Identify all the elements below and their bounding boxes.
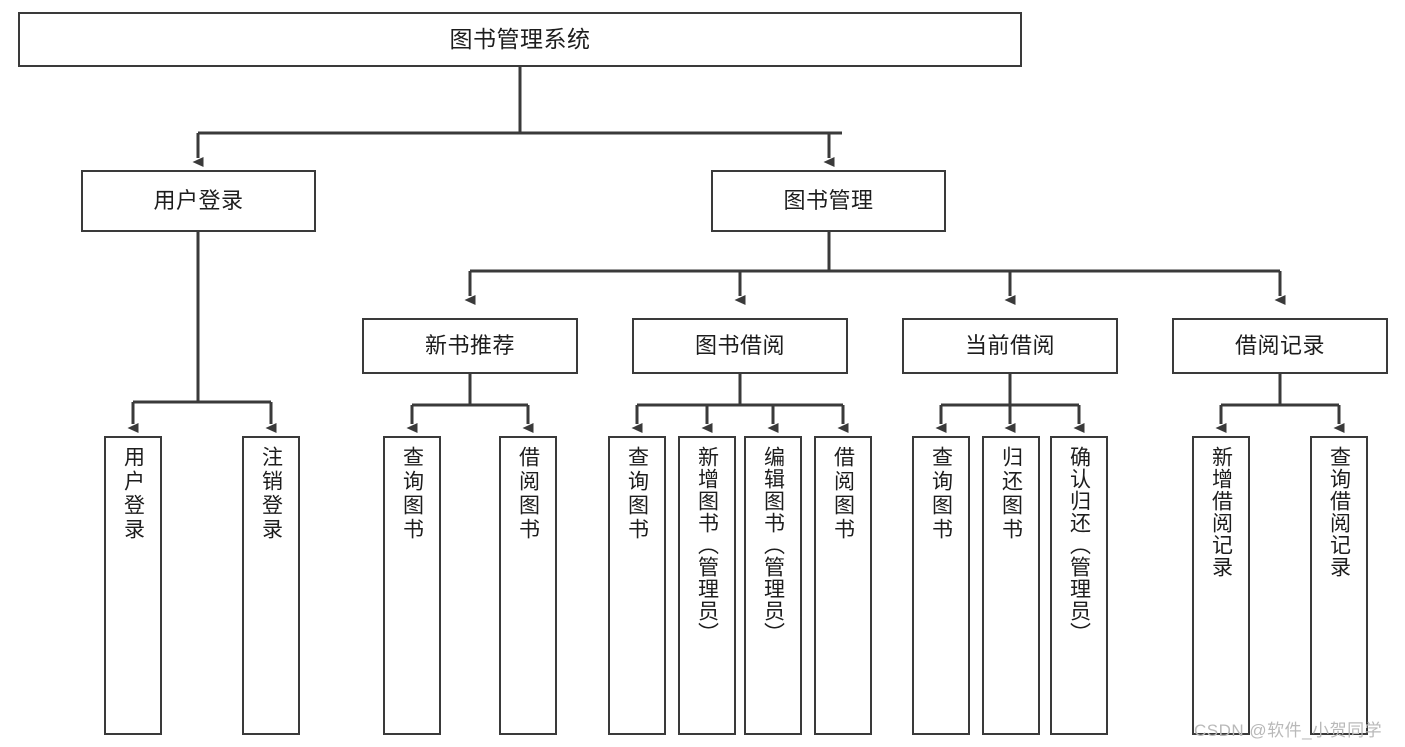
node-leaf-confirm-return-label: 确认归还（管理员） xyxy=(1067,446,1091,644)
node-leaf-return-book[interactable]: 归还图书 xyxy=(982,436,1040,735)
node-book-borrow[interactable]: 图书借阅 xyxy=(632,318,848,374)
node-borrow-record[interactable]: 借阅记录 xyxy=(1172,318,1388,374)
node-leaf-edit-book[interactable]: 编辑图书（管理员） xyxy=(744,436,802,735)
node-leaf-borrow-book-2[interactable]: 借阅图书 xyxy=(814,436,872,735)
node-user-login[interactable]: 用户登录 xyxy=(81,170,316,232)
node-leaf-query-record-label: 查询借阅记录 xyxy=(1327,446,1351,578)
node-leaf-logout-label: 注销登录 xyxy=(259,446,283,542)
node-leaf-borrow-book-1[interactable]: 借阅图书 xyxy=(499,436,557,735)
node-root[interactable]: 图书管理系统 xyxy=(18,12,1022,67)
node-current-borrow-label: 当前借阅 xyxy=(964,333,1055,359)
node-book-manage-label: 图书管理 xyxy=(783,188,874,214)
node-leaf-user-login-label: 用户登录 xyxy=(121,446,145,542)
node-leaf-query-book-1[interactable]: 查询图书 xyxy=(383,436,441,735)
node-new-book-recommend[interactable]: 新书推荐 xyxy=(362,318,578,374)
node-leaf-user-login[interactable]: 用户登录 xyxy=(104,436,162,735)
node-leaf-add-book-label: 新增图书（管理员） xyxy=(695,446,719,644)
csdn-watermark: CSDN @软件_小贺同学 xyxy=(1194,721,1383,740)
node-borrow-record-label: 借阅记录 xyxy=(1234,333,1325,359)
node-current-borrow[interactable]: 当前借阅 xyxy=(902,318,1118,374)
node-leaf-logout[interactable]: 注销登录 xyxy=(242,436,300,735)
node-book-borrow-label: 图书借阅 xyxy=(694,333,785,359)
node-leaf-borrow-book-1-label: 借阅图书 xyxy=(516,446,540,542)
node-leaf-add-book[interactable]: 新增图书（管理员） xyxy=(678,436,736,735)
node-new-book-recommend-label: 新书推荐 xyxy=(424,333,515,359)
node-leaf-edit-book-label: 编辑图书（管理员） xyxy=(761,446,785,644)
node-leaf-add-record[interactable]: 新增借阅记录 xyxy=(1192,436,1250,735)
node-leaf-return-book-label: 归还图书 xyxy=(999,446,1023,542)
node-leaf-borrow-book-2-label: 借阅图书 xyxy=(831,446,855,542)
node-leaf-add-record-label: 新增借阅记录 xyxy=(1209,446,1233,578)
node-leaf-query-book-1-label: 查询图书 xyxy=(400,446,424,542)
node-leaf-query-book-3-label: 查询图书 xyxy=(929,446,953,542)
node-book-manage[interactable]: 图书管理 xyxy=(711,170,946,232)
node-leaf-query-book-3[interactable]: 查询图书 xyxy=(912,436,970,735)
node-leaf-confirm-return[interactable]: 确认归还（管理员） xyxy=(1050,436,1108,735)
node-root-label: 图书管理系统 xyxy=(449,26,591,53)
node-user-login-label: 用户登录 xyxy=(153,188,244,214)
node-leaf-query-record[interactable]: 查询借阅记录 xyxy=(1310,436,1368,735)
node-leaf-query-book-2[interactable]: 查询图书 xyxy=(608,436,666,735)
node-leaf-query-book-2-label: 查询图书 xyxy=(625,446,649,542)
